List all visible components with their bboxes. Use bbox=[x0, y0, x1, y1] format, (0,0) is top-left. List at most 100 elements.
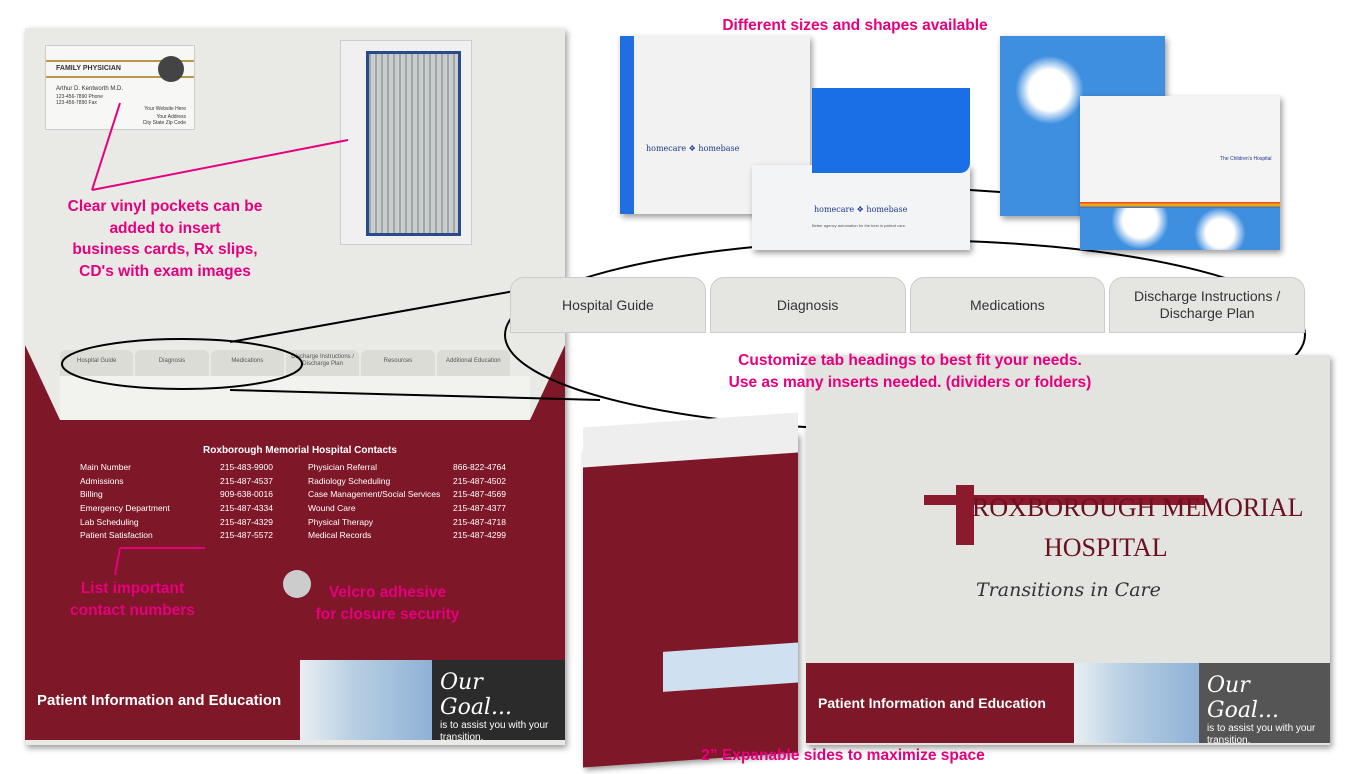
contact-phone: 909-638-0016 bbox=[220, 489, 273, 500]
pocket-flap-left bbox=[25, 345, 60, 420]
contact-phone: 215-487-4537 bbox=[220, 475, 273, 486]
contact-row: Billing 909-638-0016 Case Management/Socia… bbox=[80, 489, 520, 503]
contact-label: Radiology Scheduling bbox=[308, 475, 391, 486]
goal-panel: Our Goal... is to assist you with your t… bbox=[1199, 663, 1330, 746]
expanded-folder-photo bbox=[583, 412, 798, 768]
sizes-headline: Different sizes and shapes available bbox=[722, 17, 988, 34]
folder-cover-photo: ROXBOROUGH MEMORIAL HOSPITAL Transitions… bbox=[806, 355, 1330, 746]
sides-annotation: 2” Expanable sides to maximize space bbox=[701, 747, 985, 764]
contact-phone: 215-487-4334 bbox=[220, 503, 273, 514]
annotation-line: business cards, Rx slips, bbox=[72, 241, 258, 258]
contact-phone: 215-487-4377 bbox=[453, 503, 506, 514]
contact-row: Main Number 215-483-9900 Physician Referra… bbox=[80, 462, 520, 476]
annotation-line: Clear vinyl pockets can be bbox=[67, 198, 263, 215]
cover-name-2: HOSPITAL bbox=[1044, 533, 1168, 562]
annotation-line: List important bbox=[80, 580, 185, 597]
rx-slip-pocket bbox=[340, 40, 472, 245]
strip-label: Patient Information and Education bbox=[818, 695, 1046, 711]
card-title: FAMILY PHYSICIAN bbox=[56, 65, 121, 72]
annotation-line: for closure security bbox=[315, 606, 460, 623]
contact-label: Case Management/Social Services bbox=[308, 489, 441, 500]
contact-label: Patient Satisfaction bbox=[80, 530, 153, 541]
velcro-dot bbox=[283, 570, 311, 598]
annotation-line: contact numbers bbox=[70, 602, 195, 619]
tab-diagnosis: Diagnosis bbox=[709, 277, 906, 333]
goal-title: Our Goal... bbox=[1207, 673, 1279, 723]
annotation-line: Use as many inserts needed. (dividers or… bbox=[728, 374, 1092, 391]
contacts-pocket bbox=[25, 420, 565, 660]
homecare-tagline: Better agency automation for the best in… bbox=[812, 223, 907, 228]
card-phone: 123-456-7890 Phone bbox=[56, 94, 103, 100]
blue-flap bbox=[812, 88, 970, 173]
homecare-logo: homecare ❖ homebase bbox=[814, 205, 908, 214]
contact-phone: 215-487-4299 bbox=[453, 530, 506, 541]
annotation-line: added to insert bbox=[109, 219, 221, 237]
card-website: Your Website Here bbox=[144, 106, 186, 112]
tab-medications: Medications bbox=[909, 277, 1106, 333]
card-fax: 123-456-7890 Fax bbox=[56, 100, 97, 106]
annotation-line: CD's with exam images bbox=[79, 262, 251, 280]
contacts-table: Roxborough Memorial Hospital Contacts Ma… bbox=[80, 445, 520, 544]
contact-phone: 866-822-4764 bbox=[453, 462, 506, 472]
contact-label: Lab Scheduling bbox=[80, 516, 139, 527]
big-tabs: Hospital Guide Diagnosis Medications Dis… bbox=[510, 277, 1305, 333]
sky-pocket bbox=[1080, 208, 1280, 250]
contacts-title: Roxborough Memorial Hospital Contacts bbox=[203, 445, 397, 456]
goal-title: Our Goal... bbox=[440, 670, 512, 720]
contact-label: Main Number bbox=[80, 462, 132, 472]
contact-phone: 215-483-9900 bbox=[220, 462, 273, 472]
rx-slip bbox=[366, 51, 461, 236]
contact-phone: 215-487-4718 bbox=[453, 516, 506, 527]
cover-subtitle: Transitions in Care bbox=[976, 579, 1161, 601]
childrens-folder: The Children's Hospital bbox=[1080, 96, 1280, 250]
bottom-strip-right: Patient Information and Education Our Go… bbox=[806, 663, 1330, 746]
homecare-folder-back: homecare ❖ homebase bbox=[620, 36, 810, 214]
logo-bar bbox=[924, 495, 1204, 505]
tabs-annotation: Customize tab headings to best fit your … bbox=[600, 350, 1220, 394]
contact-phone: 215-487-4329 bbox=[220, 516, 273, 527]
contact-label: Billing bbox=[80, 489, 103, 500]
logo-cross-icon bbox=[956, 485, 974, 545]
contact-phone: 215-487-5572 bbox=[220, 530, 273, 541]
contact-row: Emergency Department 215-487-4334 Wound Ca… bbox=[80, 503, 520, 517]
cover-name-1: ROXBOROUGH MEMORIAL bbox=[972, 493, 1304, 522]
annotation-line: Velcro adhesive bbox=[328, 584, 447, 601]
caduceus-icon bbox=[158, 56, 184, 82]
contact-phone: 215-487-4569 bbox=[453, 489, 506, 500]
tab-hospital-guide: Hospital Guide bbox=[510, 277, 706, 333]
contact-row: Patient Satisfaction 215-487-5572 Medical … bbox=[80, 530, 520, 544]
annotation-line: Customize tab headings to best fit your … bbox=[738, 352, 1082, 369]
strip-label: Patient Information and Education bbox=[37, 691, 282, 709]
goal-text: is to assist you with your transition. bbox=[1207, 723, 1316, 746]
staff-photo bbox=[300, 660, 432, 740]
tab-discharge: Discharge Instructions / Discharge Plan bbox=[1109, 277, 1305, 333]
inserts bbox=[60, 376, 530, 420]
childrens-logo: The Children's Hospital bbox=[1220, 156, 1272, 162]
goal-panel: Our Goal... is to assist you with your t… bbox=[432, 660, 565, 743]
homecare-logo: homecare ❖ homebase bbox=[646, 144, 740, 153]
tab-medications: Medications bbox=[210, 350, 284, 376]
folder-strip bbox=[663, 642, 798, 692]
rainbow-stripe bbox=[1080, 202, 1280, 208]
staff-photo bbox=[1074, 663, 1199, 743]
contact-phone: 215-487-4502 bbox=[453, 475, 506, 486]
contact-label: Emergency Department bbox=[80, 503, 170, 514]
contact-row: Lab Scheduling 215-487-4329 Physical Thera… bbox=[80, 517, 520, 531]
tab-resources: Resources bbox=[361, 350, 435, 376]
contact-label: Medical Records bbox=[308, 530, 372, 541]
contact-label: Wound Care bbox=[308, 503, 356, 514]
contact-label: Admissions bbox=[80, 475, 124, 486]
homecare-folder-front: homecare ❖ homebase Better agency automa… bbox=[752, 88, 970, 250]
goal-text: is to assist you with your transition. bbox=[440, 720, 549, 743]
business-card: FAMILY PHYSICIAN Arthur D. Kentworth M.D… bbox=[45, 45, 195, 130]
card-name: Arthur D. Kentworth M.D. bbox=[56, 86, 124, 92]
contact-label: Physical Therapy bbox=[308, 516, 374, 527]
contact-row: Admissions 215-487-4537 Radiology Scheduli… bbox=[80, 476, 520, 490]
card-address: Your Address bbox=[156, 114, 186, 120]
card-city: City State Zip Code bbox=[142, 120, 186, 126]
contact-label: Physician Referral bbox=[308, 462, 377, 472]
tab-diagnosis: Diagnosis bbox=[135, 350, 209, 376]
vinyl-annotation: Clear vinyl pockets can be added to inse… bbox=[40, 196, 290, 282]
tab-additional-education: Additional Education bbox=[436, 350, 510, 376]
bottom-strip-left: Patient Information and Education Our Go… bbox=[25, 660, 565, 743]
